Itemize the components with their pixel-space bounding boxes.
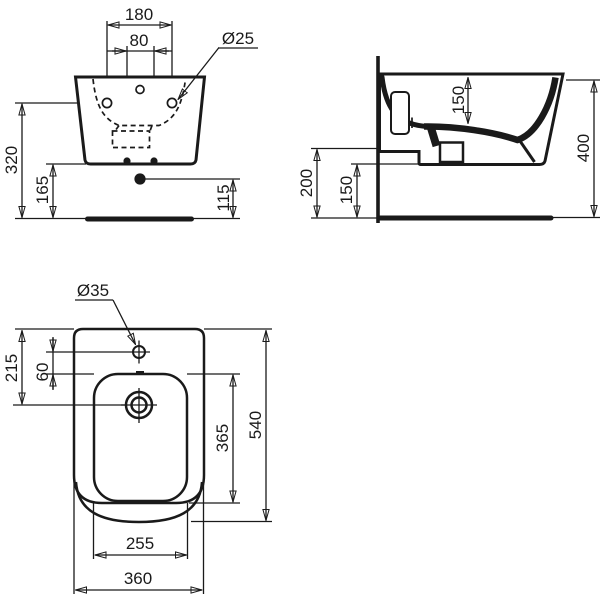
leader-o25 (178, 47, 220, 100)
dim-200-label: 200 (297, 169, 316, 197)
fixing-hole-right (166, 97, 178, 109)
dim-540-label: 540 (246, 411, 265, 439)
dim-80-label: 80 (130, 31, 149, 50)
front-face-projection (74, 481, 204, 524)
drain-outer-circle (124, 390, 154, 420)
fixing-hole-left (101, 97, 113, 109)
trap-hidden-left (114, 125, 120, 132)
dim-365-label: 365 (213, 424, 232, 452)
water-inlet-right (150, 157, 158, 165)
drain-inner-circle (130, 396, 148, 414)
dim-165-label: 165 (33, 176, 52, 204)
dim-60-label: 60 (33, 363, 52, 382)
front-view: 180 80 Ø25 320 165 115 (2, 5, 258, 222)
dim-150-bowl-label: 150 (449, 86, 468, 114)
water-inlet-left (123, 157, 131, 165)
trap-hidden-right (149, 125, 153, 132)
dim-150-clearance-label: 150 (337, 176, 356, 204)
dim-320-label: 320 (2, 146, 21, 174)
drain-outlet-side (438, 141, 465, 164)
dim-o25-label: Ø25 (222, 29, 254, 48)
tap-hole (132, 345, 146, 359)
bidet-plan-outline (72, 327, 206, 505)
sump-column (427, 126, 441, 148)
bowl-bottom-and-front-curve (423, 76, 559, 144)
overflow-hole (135, 84, 145, 95)
apron-inner-edge (518, 140, 536, 163)
trap-hidden-box (111, 130, 151, 149)
dim-400-label: 400 (574, 134, 593, 162)
dim-215-label: 215 (2, 354, 21, 382)
dim-o35-label: Ø35 (77, 281, 109, 300)
dim-180-label: 180 (125, 5, 153, 24)
leader-o35 (112, 299, 136, 345)
drain-outlet-front (134, 173, 146, 185)
dim-255-label: 255 (126, 534, 154, 553)
mounting-bracket (390, 91, 410, 135)
dim-115-label: 115 (214, 184, 233, 211)
dim-360-label: 360 (124, 569, 152, 588)
side-view: 150 400 200 150 (297, 56, 600, 223)
plan-view: Ø35 215 60 365 540 255 360 (2, 281, 272, 594)
